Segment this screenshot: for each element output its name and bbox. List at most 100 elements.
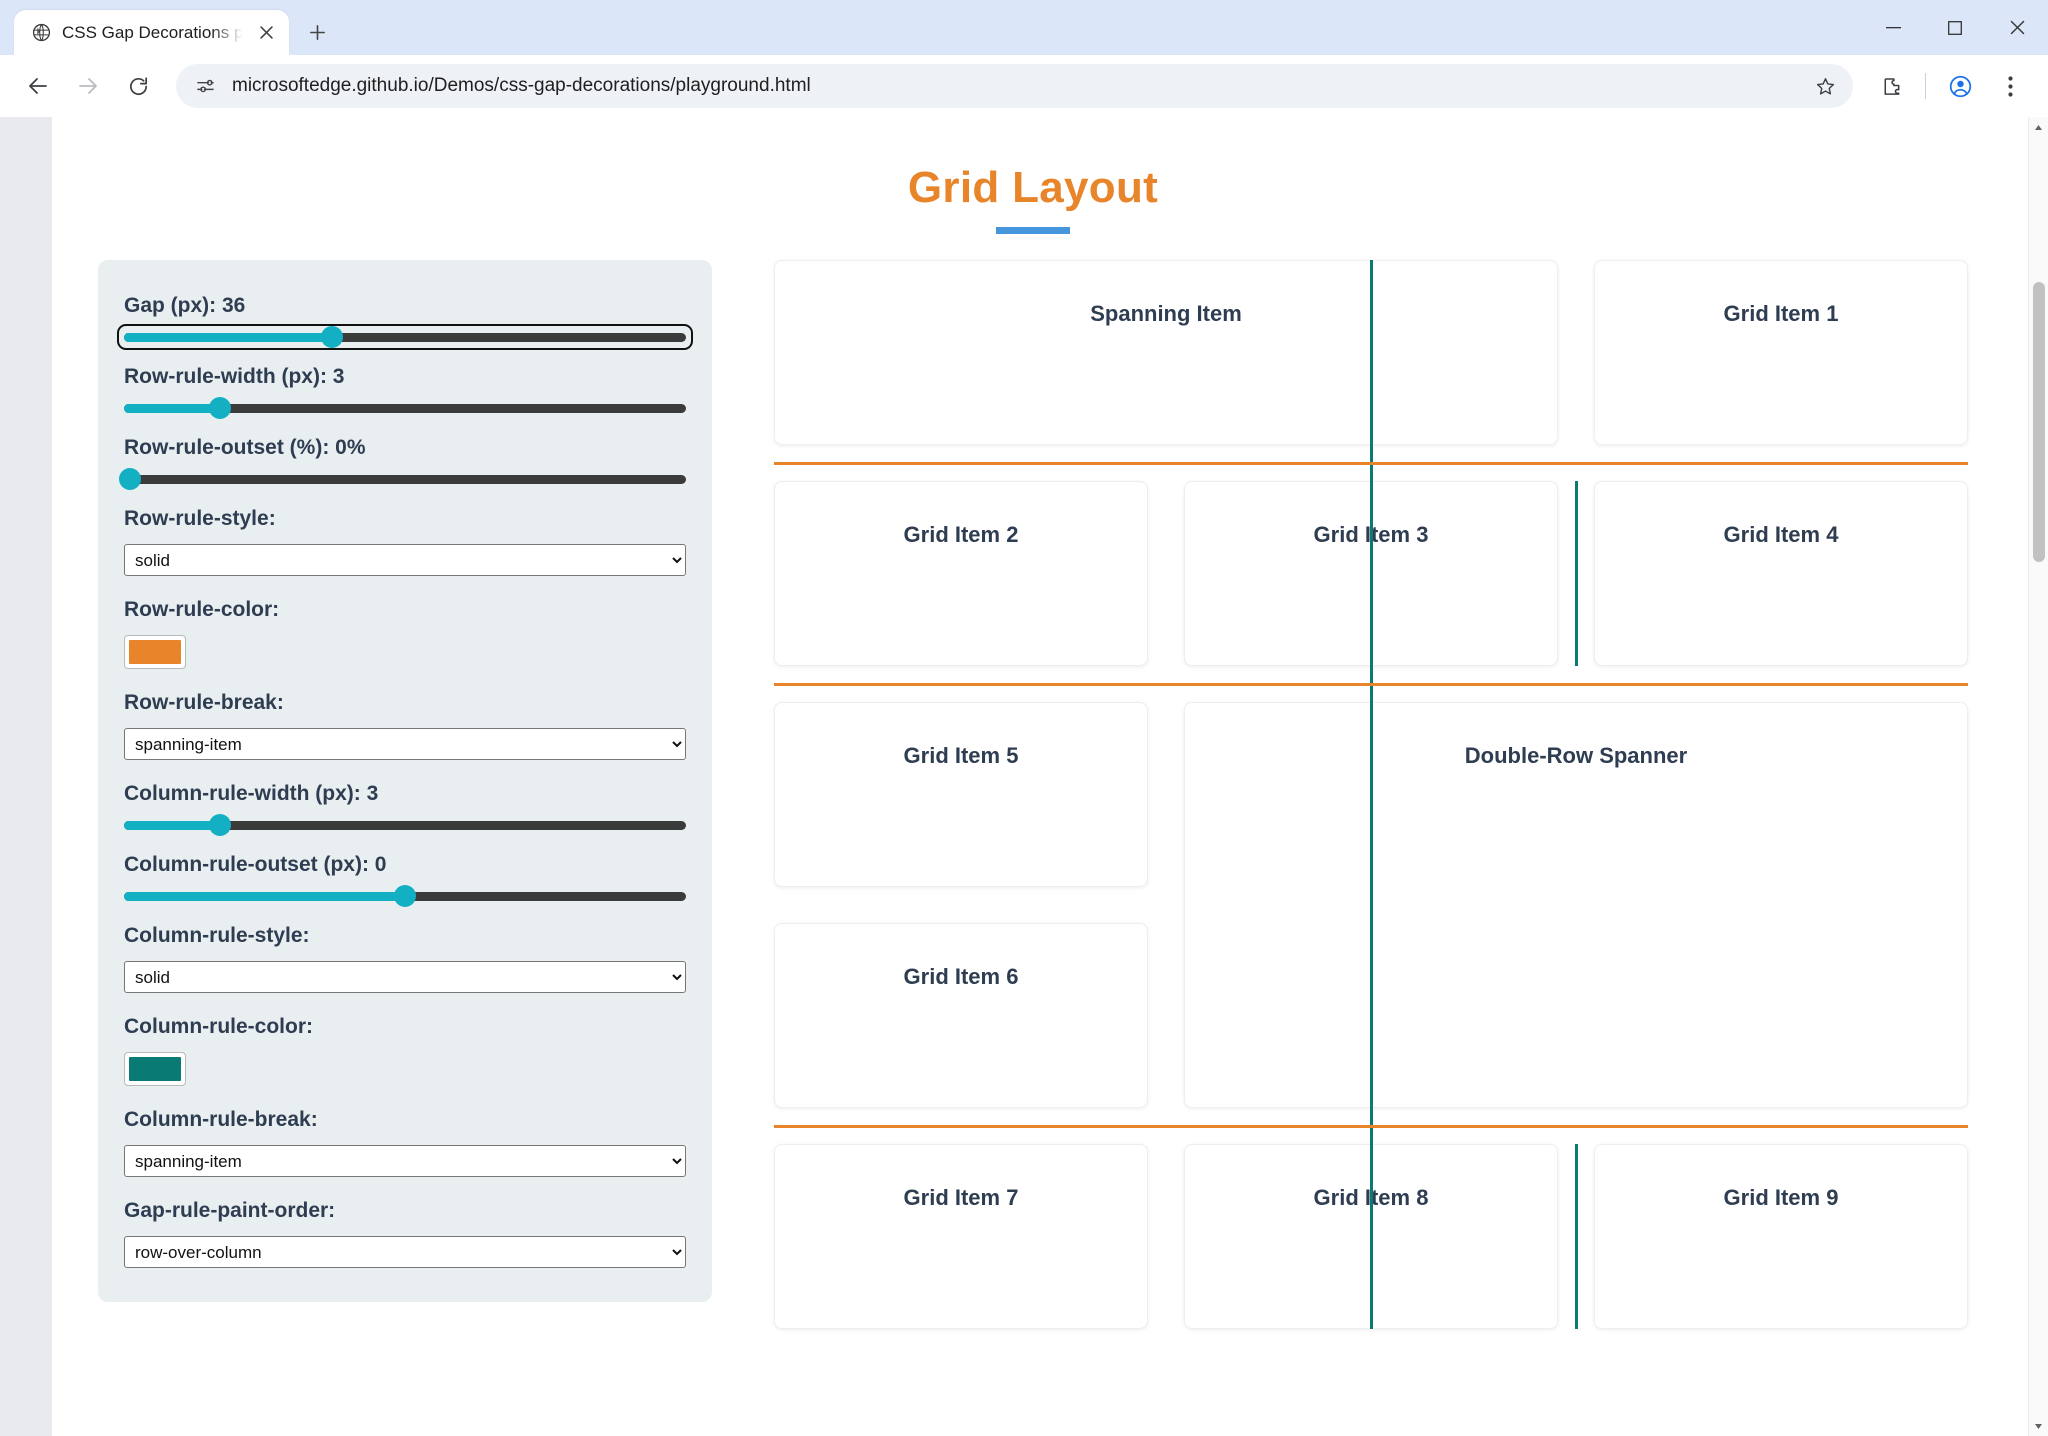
slider-thumb[interactable] [394,885,416,907]
grid-item-label: Grid Item 4 [1723,522,1839,547]
control-column-rule-outset: Column-rule-outset (px): 0 [124,853,686,907]
select-row-rule-style[interactable]: solid [124,544,686,576]
slider-thumb[interactable] [118,468,141,490]
grid-item-label: Double-Row Spanner [1464,743,1688,768]
row-rule [777,461,1968,465]
select-column-rule-break[interactable]: spanning-item [124,1145,686,1177]
column-rule [1369,260,1373,1329]
grid-demo-wrapper: Spanning Item Grid Item 1 Grid Item 2 Grid … [774,260,1968,1329]
scroll-down-arrow-icon[interactable] [2029,1416,2048,1436]
slider-thumb[interactable] [208,397,231,419]
grid-item: Grid Item 4 [1594,481,1968,666]
slider-track [124,821,686,830]
maximize-button[interactable] [1924,0,1986,55]
new-tab-button[interactable] [297,12,337,52]
grid-item: Grid Item 1 [1594,260,1968,445]
scroll-up-arrow-icon[interactable] [2029,117,2048,137]
select-gap-rule-paint-order[interactable]: row-over-column [124,1236,686,1268]
control-label: Column-rule-style: [124,924,310,947]
slider-fill [124,821,220,830]
grid-item-label: Spanning Item [1090,301,1242,326]
slider-gap[interactable] [117,324,693,350]
slider-thumb[interactable] [208,814,231,836]
close-window-button[interactable] [1986,0,2048,55]
select-row-rule-break[interactable]: spanning-item [124,728,686,760]
url-text: microsoftedge.github.io/Demos/css-gap-de… [232,75,811,96]
control-row-rule-width: Row-rule-width (px): 3 [124,365,686,419]
minimize-button[interactable] [1862,0,1924,55]
grid-item: Spanning Item [774,260,1558,445]
control-column-rule-width: Column-rule-width (px): 3 [124,782,686,836]
grid-item-label: Grid Item 5 [903,743,1019,768]
control-label: Row-rule-color: [124,598,280,621]
color-swatch-column-rule-color[interactable] [124,1052,186,1086]
page-scrollbar[interactable] [2028,117,2048,1436]
page-layout: Gap (px): 36 Row-rule-width (px): 3 Row-ru… [98,260,1968,1329]
control-row-rule-outset: Row-rule-outset (%): 0% [118,436,686,490]
grid-item-label: Grid Item 6 [903,964,1019,989]
scrollbar-thumb[interactable] [2032,282,2045,562]
site-settings-icon[interactable] [192,73,218,99]
grid-item: Grid Item 2 [774,481,1148,666]
control-label: Column-rule-color: [124,1015,313,1038]
web-page: Grid Layout Gap (px): 36 Row-rule-width (… [52,117,2028,1436]
tab-title: CSS Gap Decorations playground [62,22,243,42]
control-label: Gap-rule-paint-order: [124,1199,336,1222]
control-label: Row-rule-style: [124,507,276,530]
slider-column-rule-width[interactable] [124,814,686,836]
browser-menu-icon[interactable] [1988,64,2032,108]
control-column-rule-style: Column-rule-style: solid [124,924,686,993]
control-label: Row-rule-break: [124,691,284,714]
column-rule [1574,481,1578,666]
column-rule [1574,1144,1578,1329]
reload-icon[interactable] [116,64,160,108]
grid-item: Double-Row Spanner [1184,702,1968,1108]
close-icon[interactable] [253,20,279,46]
slider-track [124,333,686,342]
slider-track [124,404,686,413]
grid-item: Grid Item 7 [774,1144,1148,1329]
control-label: Column-rule-outset (px): 0 [124,853,387,876]
slider-track [124,475,686,484]
row-rule [777,1124,1968,1128]
select-column-rule-style[interactable]: solid [124,961,686,993]
control-label: Column-rule-width (px): 3 [124,782,379,805]
controls-panel: Gap (px): 36 Row-rule-width (px): 3 Row-ru… [98,260,712,1302]
color-swatch-row-rule-color[interactable] [124,635,186,669]
slider-fill [124,892,405,901]
grid-item-label: Grid Item 2 [903,522,1019,547]
slider-row-rule-width[interactable] [124,397,686,419]
control-label: Row-rule-outset (%): 0% [124,436,366,459]
title-underline [996,227,1070,234]
forward-icon[interactable] [66,64,110,108]
back-icon[interactable] [16,64,60,108]
slider-row-rule-outset[interactable] [118,468,686,490]
control-label: Row-rule-width (px): 3 [124,365,345,388]
scrollbar-track[interactable] [2029,137,2048,1416]
grid-item: Grid Item 9 [1594,1144,1968,1329]
profile-avatar-icon[interactable] [1938,64,1982,108]
slider-fill [124,333,332,342]
color-swatch-fill [129,640,181,664]
control-column-rule-color: Column-rule-color: [124,1015,686,1086]
toolbar-divider [1925,73,1926,99]
slider-column-rule-outset[interactable] [124,885,686,907]
control-gap: Gap (px): 36 [117,294,693,350]
grid-item-label: Grid Item 1 [1723,301,1839,326]
control-row-rule-color: Row-rule-color: [124,598,686,669]
control-label: Column-rule-break: [124,1108,318,1131]
color-swatch-fill [129,1057,181,1081]
address-bar[interactable]: microsoftedge.github.io/Demos/css-gap-de… [176,64,1853,108]
control-row-rule-style: Row-rule-style: solid [124,507,686,576]
slider-fill [124,404,220,413]
grid-item: Grid Item 5 [774,702,1148,887]
browser-tab[interactable]: CSS Gap Decorations playground [14,10,289,55]
extensions-icon[interactable] [1869,64,1913,108]
globe-icon [30,22,52,44]
control-row-rule-break: Row-rule-break: spanning-item [124,691,686,760]
bookmark-star-icon[interactable] [1805,66,1845,106]
page-title: Grid Layout [907,163,1159,212]
slider-thumb[interactable] [320,326,343,348]
page-content: Grid Layout Gap (px): 36 Row-rule-width (… [52,117,2028,1436]
